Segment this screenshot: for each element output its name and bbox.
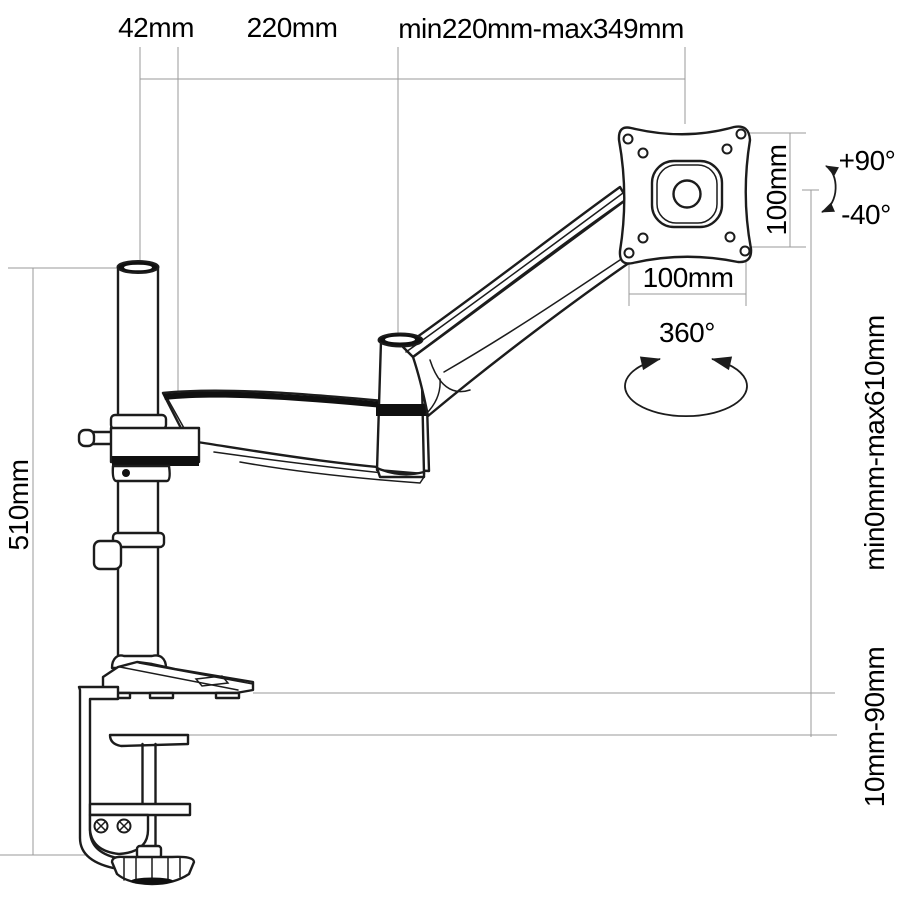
shell-edge-1 — [429, 359, 471, 393]
desk-base — [101, 654, 255, 700]
handle-knob — [77, 428, 96, 448]
clamp-mid-plate — [88, 802, 192, 817]
pole-cap-highlight — [124, 264, 152, 271]
label-42mm: 42mm — [118, 12, 194, 43]
label-220mm: 220mm — [247, 12, 338, 43]
c-clamp — [77, 685, 196, 886]
swivel-arc — [624, 356, 748, 417]
upper-pad — [108, 733, 190, 748]
vesa-center-ring-inner — [656, 164, 718, 224]
label-height-range: min0mm-max610mm — [859, 315, 890, 570]
dimension-labels: 42mm 220mm min220mm-max349mm 510mm 100mm… — [3, 12, 896, 807]
label-desk-thickness: 10mm-90mm — [859, 647, 890, 807]
vesa-plate — [617, 125, 753, 265]
label-vesa-vertical: 100mm — [761, 145, 792, 236]
elbow-joint — [375, 335, 428, 479]
vesa-center-hole — [672, 179, 702, 209]
collar-band — [112, 456, 199, 466]
gas-spring-arm — [401, 185, 638, 418]
collar-screw — [122, 469, 130, 477]
elbow-cap — [377, 332, 424, 348]
label-360: 360° — [659, 317, 715, 348]
bracket-screw-2 — [116, 818, 132, 834]
label-reach-range: min220mm-max349mm — [398, 13, 684, 44]
tilt-arc — [821, 165, 839, 213]
elbow-band — [376, 404, 428, 416]
monitor-arm-drawing — [77, 125, 753, 886]
dimension-lines — [0, 47, 837, 856]
vesa-screw-holes — [622, 128, 751, 259]
label-tilt-up: +90° — [839, 145, 896, 176]
cable-clip — [92, 531, 166, 571]
pole-collar — [77, 413, 201, 483]
shell-edge-2 — [425, 378, 441, 415]
clamp-knob — [110, 855, 196, 886]
label-vesa-horizontal: 100mm — [643, 262, 734, 293]
label-tilt-down: -40° — [841, 199, 891, 230]
motion-indicators — [624, 165, 839, 417]
base-feet — [106, 691, 241, 700]
bracket-screw-1 — [93, 818, 109, 834]
arm-top-shadow — [163, 391, 427, 412]
label-510mm: 510mm — [3, 460, 34, 551]
